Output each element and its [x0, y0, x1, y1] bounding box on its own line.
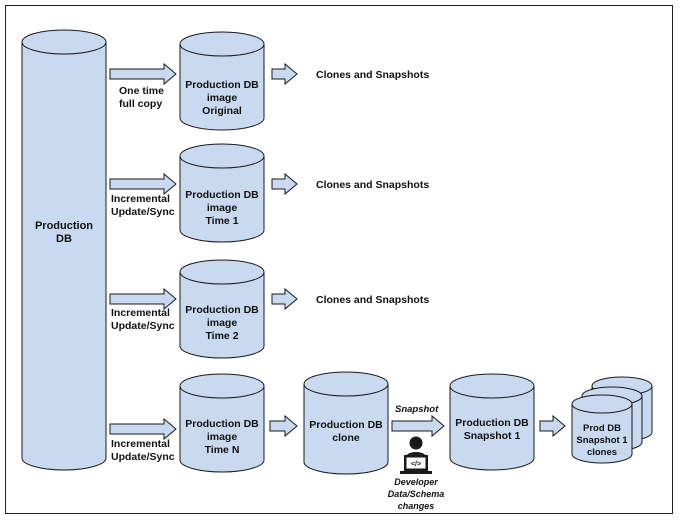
snapshot-to-clones-arrow: [539, 414, 566, 438]
snapshot-clones-line2: Snapshot 1: [576, 435, 628, 446]
time-2-output-arrow: [271, 287, 298, 311]
snapshot-clones-line1: Prod DB: [583, 423, 621, 434]
db-image-original-line3: Original: [202, 105, 242, 117]
clones-snapshots-label-original: Clones and Snapshots: [316, 69, 429, 81]
production-db-label-line1: Production: [35, 220, 93, 232]
diagram-border: [5, 5, 673, 514]
developer-label-line1: Developer: [394, 477, 438, 487]
db-image-time-2-line1: Production DB: [185, 304, 259, 316]
db-image-time-n-line1: Production DB: [185, 418, 259, 430]
full-copy-label-line1: One time: [119, 85, 164, 97]
snapshot-clones-line3: clones: [587, 447, 617, 458]
production-db-snapshot-cylinder: Production DB Snapshot 1: [449, 373, 535, 471]
row-time-n: Incremental Update/Sync Production DB im…: [109, 371, 653, 511]
full-copy-label-line2: full copy: [119, 98, 162, 110]
db-image-time-1-line1: Production DB: [185, 189, 259, 201]
incremental-sync-arrow-n: [109, 417, 177, 441]
db-image-time-1-cylinder: Production DB image Time 1: [179, 143, 265, 243]
snapshot-clones-stack: Prod DB Snapshot 1 clones: [571, 376, 653, 464]
incremental-sync-label-n-line2: Update/Sync: [111, 451, 175, 463]
production-db-cylinder: Production DB: [21, 29, 107, 471]
row-original: One time full copy Production DB image O…: [109, 31, 429, 131]
incremental-sync-arrow-2: [109, 287, 177, 311]
developer-icon: </>: [400, 436, 432, 474]
developer-label-line2: Data/Schema: [388, 489, 445, 499]
clones-snapshots-label-time-1: Clones and Snapshots: [316, 179, 429, 191]
incremental-sync-label-n-line1: Incremental: [111, 438, 170, 450]
db-image-time-2-line3: Time 2: [205, 330, 238, 342]
production-db-snapshot-line2: Snapshot 1: [464, 430, 521, 442]
time-n-to-clone-arrow: [269, 414, 298, 438]
production-db-snapshot-line1: Production DB: [455, 417, 529, 429]
production-db-label-line2: DB: [56, 233, 72, 245]
db-image-time-n-line2: image: [207, 431, 238, 443]
incremental-sync-label-1-line2: Update/Sync: [111, 206, 175, 218]
incremental-sync-label-2-line2: Update/Sync: [111, 320, 175, 332]
db-image-original-cylinder: Production DB image Original: [179, 31, 265, 131]
production-db-clone-line1: Production DB: [309, 419, 383, 431]
row-time-1: Incremental Update/Sync Production DB im…: [109, 143, 429, 243]
code-glyph: </>: [411, 461, 421, 468]
snapshot-label: Snapshot: [395, 404, 439, 415]
db-image-time-n-cylinder: Production DB image Time N: [179, 373, 265, 473]
time-1-output-arrow: [271, 172, 298, 196]
production-db-clone-cylinder: Production DB clone: [303, 371, 389, 475]
row-time-2: Incremental Update/Sync Production DB im…: [109, 259, 429, 359]
snapshot-arrow: [391, 414, 445, 438]
db-image-time-1-line3: Time 1: [205, 215, 238, 227]
db-image-time-1-line2: image: [207, 202, 238, 214]
clones-snapshots-label-time-2: Clones and Snapshots: [316, 294, 429, 306]
full-copy-arrow: [109, 62, 177, 86]
db-image-original-line2: image: [207, 92, 238, 104]
db-image-time-2-cylinder: Production DB image Time 2: [179, 259, 265, 359]
incremental-sync-label-2-line1: Incremental: [111, 307, 170, 319]
incremental-sync-arrow-1: [109, 172, 177, 196]
original-output-arrow: [271, 62, 298, 86]
db-image-original-line1: Production DB: [185, 79, 259, 91]
db-image-time-n-line3: Time N: [205, 444, 240, 456]
incremental-sync-label-1-line1: Incremental: [111, 193, 170, 205]
db-image-time-2-line2: image: [207, 317, 238, 329]
production-db-clone-line2: clone: [332, 432, 360, 444]
developer-label-line3: changes: [398, 501, 435, 511]
